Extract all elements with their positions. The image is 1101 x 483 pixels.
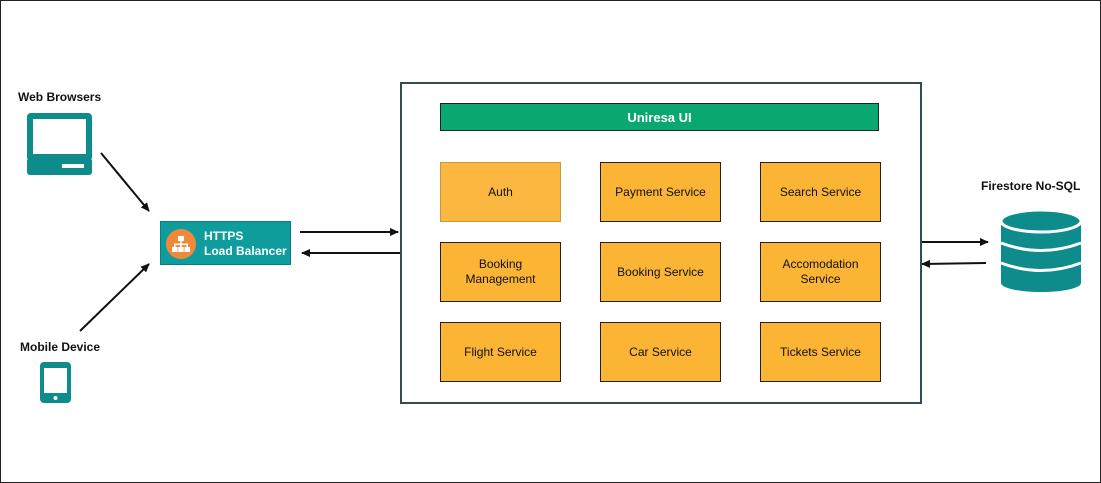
service-payment: Payment Service bbox=[600, 162, 721, 222]
service-tickets: Tickets Service bbox=[760, 322, 881, 382]
mobile-device-label: Mobile Device bbox=[20, 340, 101, 354]
service-accomodation: Accomodation Service bbox=[760, 242, 881, 302]
load-balancer-line1: HTTPS bbox=[204, 229, 244, 243]
load-balancer-line2: Load Balancer bbox=[204, 244, 287, 258]
firestore-label: Firestore No-SQL bbox=[981, 179, 1081, 193]
service-car: Car Service bbox=[600, 322, 721, 382]
app-title: Uniresa UI bbox=[440, 103, 879, 131]
sitemap-icon bbox=[166, 229, 196, 259]
service-flight: Flight Service bbox=[440, 322, 561, 382]
service-booking: Booking Service bbox=[600, 242, 721, 302]
service-booking-management: Booking Management bbox=[440, 242, 561, 302]
service-auth: Auth bbox=[440, 162, 561, 222]
service-search: Search Service bbox=[760, 162, 881, 222]
web-browsers-label: Web Browsers bbox=[18, 90, 102, 104]
load-balancer-node: HTTPS Load Balancer bbox=[160, 221, 291, 265]
